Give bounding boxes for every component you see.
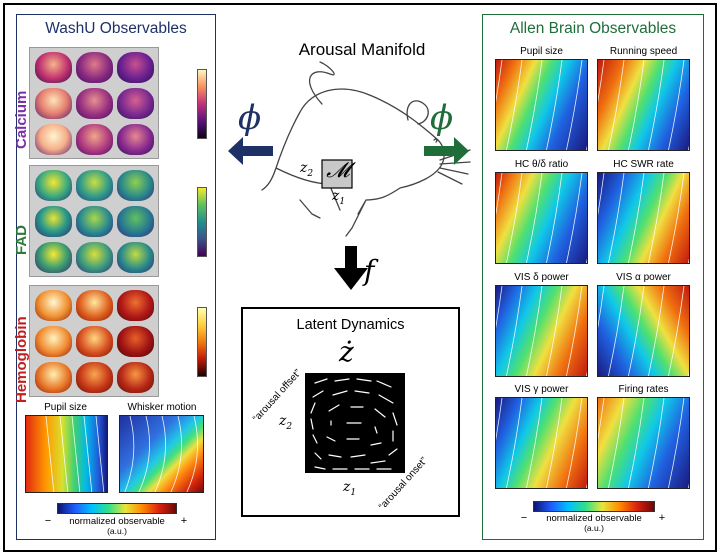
allen-observable-map — [495, 285, 588, 377]
fad-maps — [29, 165, 159, 277]
manifold-symbol: 𝓜 — [326, 158, 350, 182]
allen-panel: Allen Brain Observables Pupil size Runnin… — [482, 14, 704, 540]
latent-z1-label: z1 — [343, 479, 357, 498]
whisker-motion-map — [119, 415, 204, 493]
brain-map — [35, 206, 72, 237]
latent-dynamics-box: Latent Dynamics ż z2 z1 “arousal offset”… — [241, 307, 460, 517]
vector-field — [310, 378, 398, 470]
brain-map — [117, 206, 154, 237]
allen-observable-map — [597, 172, 690, 264]
brain-map — [76, 290, 113, 321]
brain-map — [35, 326, 72, 357]
brain-map — [117, 88, 154, 119]
allen-map-title: VIS α power — [616, 272, 671, 283]
brain-map — [117, 124, 154, 155]
f-arrow — [334, 246, 368, 290]
legend-plus: + — [658, 512, 666, 524]
brain-map — [35, 52, 72, 83]
brain-map — [76, 362, 113, 393]
brain-map — [117, 326, 154, 357]
phi-left-symbol: ϕ — [238, 98, 262, 138]
z2-label: z2 — [300, 160, 314, 179]
latent-title: Latent Dynamics — [296, 317, 405, 333]
brain-map — [117, 52, 154, 83]
legend-unit: (a.u.) — [584, 523, 604, 533]
contour-lines — [45, 416, 105, 492]
f-symbol: f — [364, 254, 375, 287]
allen-map-title: Pupil size — [520, 46, 563, 57]
arousal-manifold-title: Arousal Manifold — [298, 40, 426, 59]
brain-map — [35, 170, 72, 201]
legend-label: normalized observable — [69, 516, 165, 527]
brain-map — [35, 362, 72, 393]
brain-map — [76, 242, 113, 273]
allen-map-title: HC SWR rate — [613, 159, 674, 170]
washu-title: WashU Observables — [45, 20, 187, 37]
calcium-colorbar — [197, 69, 207, 139]
zdot-symbol: ż — [339, 335, 354, 368]
allen-title: Allen Brain Observables — [509, 20, 677, 37]
washu-legend-colorbar — [57, 503, 177, 514]
manifold-box — [321, 159, 353, 189]
arousal-offset-label: “arousal offset” — [251, 367, 304, 425]
allen-map-title: HC θ/δ ratio — [514, 159, 569, 170]
brain-map — [35, 290, 72, 321]
allen-observable-map — [597, 59, 690, 151]
brain-map — [35, 88, 72, 119]
brain-map — [117, 242, 154, 273]
phi-left-arrow — [228, 137, 273, 165]
allen-observable-map — [495, 172, 588, 264]
allen-legend-colorbar — [533, 501, 655, 512]
allen-map-title: VIS δ power — [514, 272, 569, 283]
pupil-size-map — [25, 415, 108, 493]
phi-right-arrow — [424, 137, 469, 165]
vector-field-plot — [305, 373, 405, 473]
legend-plus: + — [180, 515, 188, 527]
washu-map-title: Whisker motion — [127, 402, 197, 413]
calcium-maps — [29, 47, 159, 159]
z1-label: z1 — [332, 188, 346, 207]
brain-map — [117, 170, 154, 201]
brain-map — [76, 170, 113, 201]
allen-map-title: Running speed — [609, 46, 678, 57]
allen-observable-map — [597, 397, 690, 489]
brain-map — [35, 124, 72, 155]
brain-map — [117, 362, 154, 393]
contour-lines — [124, 416, 198, 492]
allen-observable-map — [597, 285, 690, 377]
allen-map-title: VIS γ power — [514, 384, 569, 395]
brain-map — [76, 124, 113, 155]
brain-map — [76, 52, 113, 83]
latent-z2-label: z2 — [279, 413, 293, 432]
brain-map — [76, 88, 113, 119]
hemoglobin-maps — [29, 285, 159, 397]
allen-observable-map — [495, 397, 588, 489]
brain-map — [76, 326, 113, 357]
allen-map-title: Firing rates — [618, 384, 669, 395]
legend-label: normalized observable — [546, 513, 642, 524]
phi-right-symbol: ϕ — [430, 98, 454, 138]
legend-minus: − — [520, 512, 528, 524]
washu-map-title: Pupil size — [44, 402, 87, 413]
brain-map — [117, 290, 154, 321]
fad-colorbar — [197, 187, 207, 257]
legend-unit: (a.u.) — [107, 526, 127, 536]
washu-panel: WashU Observables Calcium FAD Hemoglobin — [13, 14, 216, 540]
hemoglobin-colorbar — [197, 307, 207, 377]
brain-map — [76, 206, 113, 237]
allen-observable-map — [495, 59, 588, 151]
legend-minus: − — [44, 515, 52, 527]
brain-map — [35, 242, 72, 273]
